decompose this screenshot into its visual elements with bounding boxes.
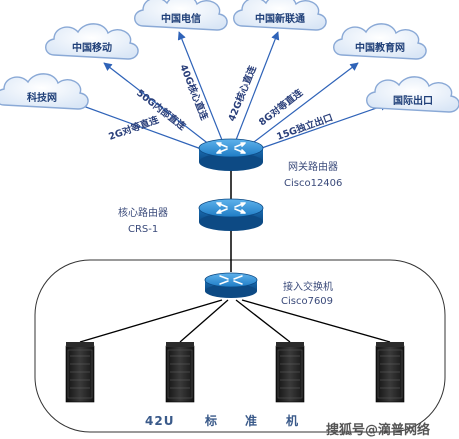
cloud-label: 国际出口	[393, 94, 433, 107]
cloud-label: 中国新联通	[255, 12, 305, 25]
server-zone-border	[34, 259, 446, 433]
rack-1	[65, 341, 95, 403]
server-rack-icon	[275, 341, 305, 403]
cloud-label: 中国教育网	[355, 41, 405, 54]
uplink-yidong	[103, 62, 211, 146]
access-rack-links	[79, 299, 391, 343]
rack-link-3	[235, 299, 291, 343]
uplink-jiaoyu	[249, 62, 359, 146]
rack-2	[165, 341, 195, 403]
cloud-label: 中国移动	[72, 41, 112, 54]
cloud-yidong: 中国移动	[45, 23, 139, 60]
server-rack-icon	[375, 341, 405, 403]
core-router	[198, 198, 264, 232]
rack-3	[275, 341, 305, 403]
cloud-label: 科技网	[27, 91, 57, 104]
server-rack-icon	[65, 341, 95, 403]
gateway-router	[198, 138, 264, 172]
link-labels: 2G对等直连 50G内部直连 40G核心直连 42G核心直连 8G对等直连 15…	[107, 63, 335, 143]
router-icon	[198, 198, 264, 232]
cloud-guoji: 国际出口	[366, 76, 459, 113]
rack-link-2	[179, 299, 229, 343]
router-icon	[198, 138, 264, 172]
server-rack-icon	[165, 341, 195, 403]
cloud-jiaoyu: 中国教育网	[333, 23, 427, 60]
gateway-router-name: 网关路由器	[288, 160, 338, 173]
access-switch-name: 接入交换机	[283, 280, 333, 293]
watermark: 搜狐号@滴普网络	[326, 422, 430, 438]
core-router-name: 核心路由器	[118, 206, 168, 219]
access-switch	[204, 272, 258, 298]
cloud-dianxin: 中国电信	[134, 0, 228, 31]
rack-caption-42u: 42U	[145, 414, 174, 428]
uplink-keji	[71, 100, 205, 151]
cloud-label: 中国电信	[161, 12, 201, 25]
rack-4	[375, 341, 405, 403]
uplink-xinliantong	[235, 31, 280, 141]
switch-icon	[219, 275, 243, 285]
cloud-xinliantong: 中国新联通	[233, 0, 327, 31]
rack-caption-biao: 标	[204, 413, 218, 428]
rack-caption-zhun: 准	[245, 413, 258, 428]
cloud-keji: 科技网	[0, 73, 89, 110]
rack-link-4	[241, 299, 391, 343]
access-switch-model: Cisco7609	[281, 296, 333, 307]
gateway-router-model: Cisco12406	[284, 178, 342, 189]
rack-link-1	[79, 299, 223, 343]
link-label-guoji: 15G独立出口	[275, 111, 335, 142]
uplink-lines	[71, 31, 389, 151]
rack-caption-ji: 机	[286, 413, 299, 428]
core-router-model: CRS-1	[128, 224, 158, 235]
uplink-dianxin	[177, 31, 223, 141]
link-label-dianxin: 40G核心直连	[177, 63, 210, 123]
uplink-guoji	[255, 102, 389, 151]
